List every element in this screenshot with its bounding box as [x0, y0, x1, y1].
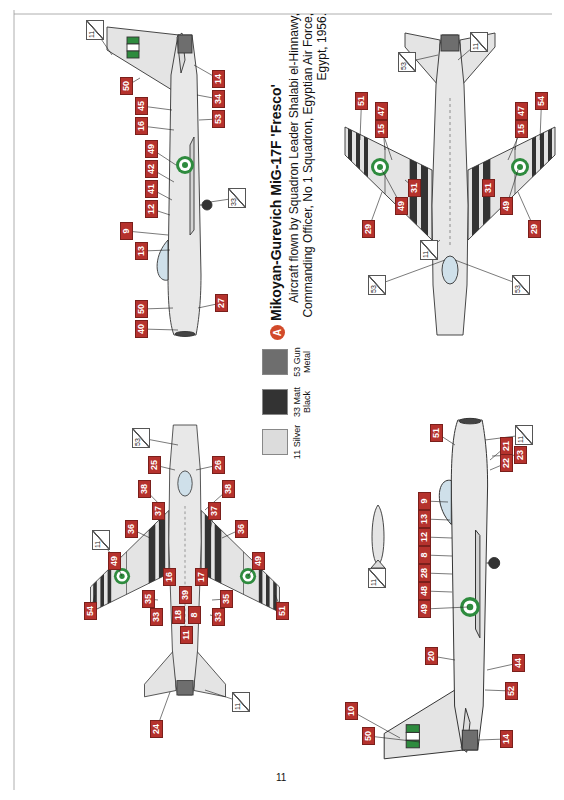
- callout-number: 52: [505, 682, 518, 700]
- page-number: 11: [276, 772, 286, 783]
- callout-number: 14: [212, 70, 225, 88]
- callout-number: 29: [362, 220, 375, 238]
- callout-number: 50: [362, 727, 375, 745]
- callout-number: 33: [150, 608, 163, 626]
- callout-number: 49: [252, 552, 265, 570]
- callout-number: 34: [212, 90, 225, 108]
- callout-number: 50: [120, 77, 133, 95]
- callout-number: 41: [145, 180, 158, 198]
- callout-number: 35: [220, 590, 233, 608]
- callout-number: 31: [408, 179, 421, 197]
- callout-number: 51: [430, 424, 443, 442]
- leader-lines: [91, 30, 542, 742]
- callout-number: 51: [276, 602, 289, 620]
- callout-number: 23: [514, 446, 527, 464]
- callout-number: 35: [142, 590, 155, 608]
- callout-number: 47: [515, 102, 528, 120]
- callout-number: 49: [395, 197, 408, 215]
- callout-number: 17: [195, 568, 208, 586]
- callout-number: 33: [212, 608, 225, 626]
- paint-callout: 11: [420, 240, 438, 260]
- callout-number: 38: [222, 480, 235, 498]
- callout-number: 15: [375, 120, 388, 138]
- callout-number: 24: [150, 720, 163, 738]
- sheet-frame: [14, 10, 552, 790]
- callout-number: 12: [418, 528, 431, 546]
- callout-number: 49: [108, 552, 121, 570]
- leader-line: [369, 736, 421, 742]
- callout-number: 48: [418, 582, 431, 600]
- paint-callout: 53: [512, 275, 530, 295]
- callout-number: 9: [418, 492, 431, 510]
- callout-number: 54: [84, 602, 97, 620]
- legend-swatch: [262, 349, 288, 375]
- callout-number: 49: [145, 140, 158, 158]
- callout-number: 14: [500, 730, 513, 748]
- callout-number: 25: [148, 456, 161, 474]
- callout-number: 15: [515, 120, 528, 138]
- callout-number: 54: [535, 92, 548, 110]
- leader-line: [377, 260, 445, 285]
- paint-callout: 53: [368, 275, 386, 295]
- callout-number: 45: [135, 97, 148, 115]
- callout-number: 39: [179, 586, 192, 604]
- paint-callout: 11: [92, 530, 110, 550]
- callout-number: 8: [188, 606, 201, 624]
- option-letter: A: [270, 325, 285, 340]
- legend-swatch: [262, 429, 288, 455]
- leader-line: [425, 607, 469, 609]
- callout-number: 38: [138, 480, 151, 498]
- callout-number: 13: [135, 242, 148, 260]
- callout-number: 13: [418, 510, 431, 528]
- paint-callout: 11: [232, 692, 250, 712]
- callout-number: 9: [120, 222, 133, 240]
- title: Mikoyan-Gurevich MiG-17F 'Fresco': [268, 84, 284, 321]
- callout-number: 12: [145, 200, 158, 218]
- callout-number: 42: [145, 160, 158, 178]
- callout-number: 27: [215, 294, 228, 312]
- paint-callout: 11: [470, 32, 488, 52]
- drop-tank: [371, 505, 385, 568]
- callout-number: 44: [512, 654, 525, 672]
- callout-number: 36: [125, 520, 138, 538]
- callout-number: 16: [135, 117, 148, 135]
- callout-number: 29: [528, 220, 541, 238]
- callout-number: 22: [500, 454, 513, 472]
- caption: Aircraft flown by Squadron Leader Shalab…: [287, 13, 329, 338]
- callout-number: 47: [375, 102, 388, 120]
- callout-number: 51: [355, 92, 368, 110]
- legend-text: 11 Silver: [292, 423, 302, 461]
- callout-number: 10: [345, 702, 358, 720]
- leader-line: [352, 711, 401, 738]
- callout-number: 49: [500, 197, 513, 215]
- callout-number: 37: [152, 502, 165, 520]
- legend-text: 53 Gun Metal: [292, 343, 312, 381]
- callout-number: 18: [172, 606, 185, 624]
- callout-number: 36: [235, 520, 248, 538]
- paint-callout: 11: [86, 20, 104, 40]
- callout-number: 8: [418, 546, 431, 564]
- callout-number: 21: [500, 437, 513, 455]
- callout-number: 53: [212, 110, 225, 128]
- callout-number: 37: [208, 502, 221, 520]
- callout-number: 49: [418, 600, 431, 618]
- legend-swatch: [262, 389, 288, 415]
- paint-callout: 33: [228, 188, 246, 208]
- callout-number: 16: [163, 568, 176, 586]
- callout-number: 26: [212, 456, 225, 474]
- callout-number: 28: [418, 564, 431, 582]
- paint-callout: 11: [515, 425, 533, 445]
- paint-callout: 53: [398, 52, 416, 72]
- callout-number: 40: [135, 320, 148, 338]
- callout-number: 50: [135, 300, 148, 318]
- callout-number: 11: [180, 626, 193, 644]
- legend-text: 33 Matt Black: [292, 383, 312, 421]
- paint-callout: 11: [368, 568, 386, 588]
- callout-number: 31: [482, 179, 495, 197]
- paint-callout: 53: [132, 428, 150, 448]
- callout-number: 20: [425, 647, 438, 665]
